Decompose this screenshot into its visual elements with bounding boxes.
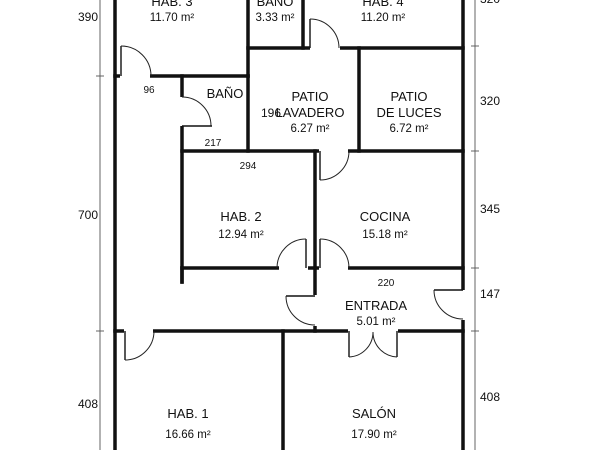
patio-luces-name-1: PATIO [390,89,427,104]
hab3-name: HAB. 3 [151,0,192,9]
patio-lavadero-name-2: LAVADERO [276,105,345,120]
hab1-area: 16.66 m² [165,429,211,441]
door-hab4 [309,18,340,49]
door-entrada-left [285,295,316,326]
bano-top-name: BAÑO [257,0,294,9]
hab2-name: HAB. 2 [220,209,261,224]
door-salon [348,331,398,358]
cocina-name: COCINA [360,209,411,224]
walls [113,0,465,450]
doors [120,18,464,361]
dim-right-bottom: 408 [480,390,500,404]
door-cocina-bottom [319,238,350,269]
hab4-name: HAB. 4 [362,0,403,9]
bano-top-area: 3.33 m² [256,12,295,24]
dim-entrada-220: 220 [378,278,395,289]
door-hab2 [276,238,307,269]
door-hab1 [124,330,155,361]
room-labels: HAB. 3 11.70 m² BAÑO 3.33 m² HAB. 4 11.2… [150,0,442,441]
dim-right-entrada: 147 [480,287,500,301]
dim-left-top: 390 [78,10,98,24]
dim-left-bottom: 408 [78,397,98,411]
dim-corridor-96: 96 [143,85,155,96]
dim-bano-217: 217 [205,138,222,149]
door-cocina-top [319,150,350,181]
dim-right-patio: 320 [480,94,500,108]
hab3-area: 11.70 m² [150,12,195,24]
dim-hab2-294: 294 [240,161,257,172]
patio-lavadero-name-1: PATIO [291,89,328,104]
door-entrada-right [433,289,464,320]
door-gaps [120,45,466,334]
patio-luces-area: 6.72 m² [390,123,429,135]
door-hab3 [120,45,152,77]
patio-luces-name-2: DE LUCES [376,105,441,120]
salon-area: 17.90 m² [351,429,397,441]
cocina-area: 15.18 m² [362,229,408,241]
hab4-area: 11.20 m² [361,12,406,24]
entrada-area: 5.01 m² [357,316,396,328]
dim-patio-196: 196 [261,106,281,120]
patio-lavadero-area: 6.27 m² [291,123,330,135]
dimension-labels: 390 700 408 320 320 345 147 408 96 217 1… [78,0,500,411]
dim-right-cocina: 345 [480,202,500,216]
door-bano [181,96,212,127]
hab1-name: HAB. 1 [167,406,208,421]
salon-name: SALÓN [352,406,396,421]
dimension-lines [96,0,479,450]
hab2-area: 12.94 m² [218,229,264,241]
dim-right-top: 320 [480,0,500,6]
bano-name: BAÑO [207,86,244,101]
entrada-name: ENTRADA [345,298,407,313]
dim-left-mid: 700 [78,208,98,222]
